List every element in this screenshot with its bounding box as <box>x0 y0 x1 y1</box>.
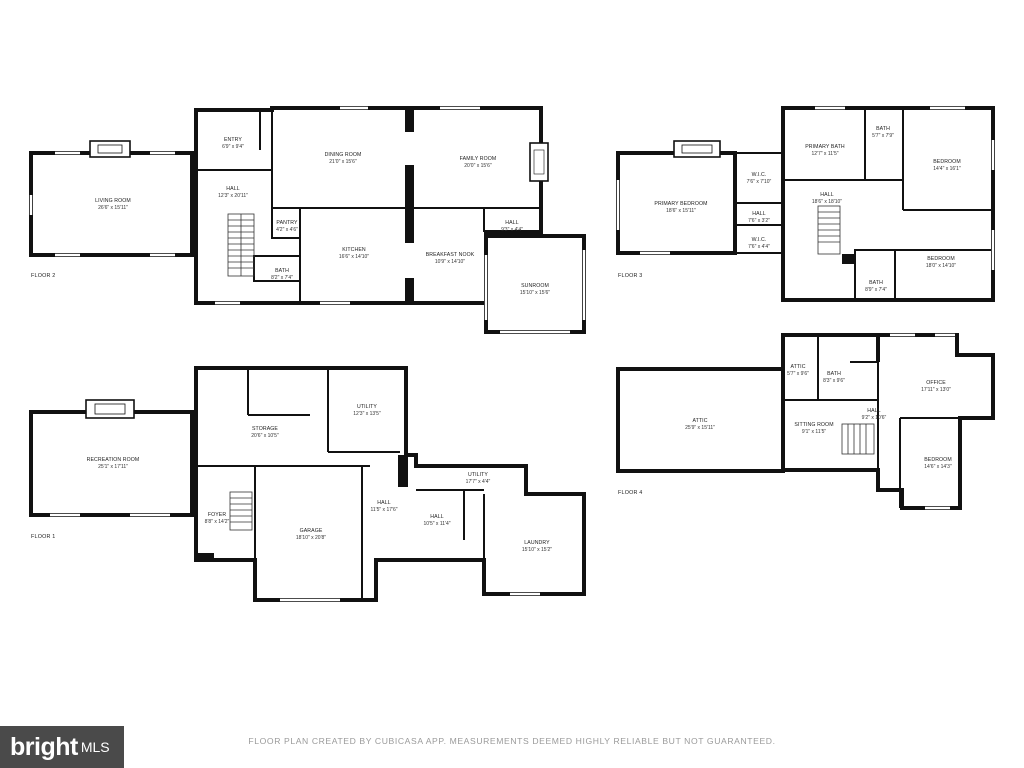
room-dimensions: 18'10" x 20'8" <box>296 535 326 541</box>
room-name: RECREATION ROOM <box>87 457 140 463</box>
room-name: W.I.C. <box>752 172 767 178</box>
room-dimensions: 6'9" x 9'4" <box>222 144 244 150</box>
room-dimensions: 10'9" x 14'10" <box>435 259 465 265</box>
bright-mls-logo: bright MLS <box>0 726 124 768</box>
floor-label: FLOOR 3 <box>618 273 642 279</box>
floor-label: FLOOR 2 <box>31 273 55 279</box>
room-dimensions: 25'9" x 15'11" <box>685 425 715 431</box>
room-dimensions: 8'8" x 14'2" <box>205 519 230 525</box>
floor-3-plan <box>616 106 995 302</box>
room-name: BATH <box>876 126 890 132</box>
fireplace-icon <box>89 140 131 158</box>
floor-2-plan <box>29 106 586 334</box>
room-name: STORAGE <box>252 426 278 432</box>
room-name: FAMILY ROOM <box>460 156 497 162</box>
room-name: FOYER <box>208 512 227 518</box>
room-dimensions: 5'7" x 9'6" <box>787 371 809 377</box>
room-dimensions: 14'4" x 16'1" <box>933 166 961 172</box>
room-dimensions: 14'6" x 14'3" <box>924 464 952 470</box>
room-name: KITCHEN <box>342 247 366 253</box>
room-name: BEDROOM <box>927 256 955 262</box>
stairs <box>817 205 841 255</box>
room-dimensions: 5'7" x 7'9" <box>872 133 894 139</box>
room-dimensions: 26'6" x 15'11" <box>98 205 128 211</box>
floor-4-plan <box>616 333 995 510</box>
room-dimensions: 10'5" x 11'4" <box>423 521 450 527</box>
room-dimensions: 20'6" x 10'5" <box>251 433 279 439</box>
room-name: DINING ROOM <box>325 152 362 158</box>
room-dimensions: 9'3" x 4'4" <box>501 227 523 233</box>
stairs <box>229 491 253 531</box>
room-name: OFFICE <box>926 380 946 386</box>
room-name: GARAGE <box>300 528 323 534</box>
room-name: SUNROOM <box>521 283 549 289</box>
room-dimensions: 7'6" x 4'4" <box>748 244 770 250</box>
fireplace-icon <box>529 142 549 182</box>
disclaimer-text: FLOOR PLAN CREATED BY CUBICASA APP. MEAS… <box>248 736 776 746</box>
room-name: HALL <box>226 186 239 192</box>
room-dimensions: 8'9" x 7'4" <box>865 287 887 293</box>
room-dimensions: 4'2" x 4'6" <box>276 227 298 233</box>
room-name: ATTIC <box>692 418 707 424</box>
stairs <box>841 423 875 455</box>
room-name: PANTRY <box>276 220 298 226</box>
room-dimensions: 16'6" x 14'10" <box>339 254 369 260</box>
room-name: HALL <box>752 211 765 217</box>
living-room-walls <box>29 151 194 257</box>
room-name: HALL <box>430 514 443 520</box>
room-name: HALL <box>505 220 518 226</box>
room-name: LIVING ROOM <box>95 198 131 204</box>
room-dimensions: 18'0" x 14'10" <box>926 263 956 269</box>
room-name: BREAKFAST NOOK <box>426 252 475 258</box>
room-name: UTILITY <box>357 404 377 410</box>
floor-label: FLOOR 1 <box>31 534 55 540</box>
room-name: BEDROOM <box>924 457 952 463</box>
floor-label: FLOOR 4 <box>618 490 642 496</box>
room-dimensions: 9'2" x 10'6" <box>862 415 887 421</box>
stairs <box>227 213 255 277</box>
room-dimensions: 15'10" x 15'2" <box>522 547 552 553</box>
room-dimensions: 18'6" x 15'11" <box>666 208 696 214</box>
logo-suffix: MLS <box>80 739 110 755</box>
room-name: HALL <box>867 408 880 414</box>
room-dimensions: 8'2" x 7'4" <box>271 275 293 281</box>
room-dimensions: 9'1" x 11'5" <box>802 429 826 435</box>
room-dimensions: 15'10" x 15'6" <box>520 290 550 296</box>
room-name: PRIMARY BATH <box>805 144 845 150</box>
logo-brand: bright <box>10 732 78 761</box>
room-dimensions: 7'6" x 3'2" <box>748 218 770 224</box>
room-name: ENTRY <box>224 137 242 143</box>
room-dimensions: 25'1" x 17'11" <box>98 464 128 470</box>
floor-3-main-walls <box>781 106 995 302</box>
fireplace-icon <box>85 399 135 419</box>
room-name: LAUNDRY <box>524 540 550 546</box>
room-name: SITTING ROOM <box>794 422 833 428</box>
room-labels: LIVING ROOM 26'6" x 15'11" ENTRY 6'9" x … <box>31 126 961 553</box>
room-dimensions: 12'7" x 11'5" <box>811 151 838 157</box>
room-dimensions: 12'3" x 20'11" <box>218 193 248 199</box>
room-name: W.I.C. <box>752 237 767 243</box>
room-dimensions: 7'6" x 7'10" <box>747 179 772 185</box>
room-name: BEDROOM <box>933 159 961 165</box>
room-name: ATTIC <box>790 364 805 370</box>
floor-1-plan <box>29 366 586 602</box>
room-dimensions: 18'6" x 18'10" <box>812 199 842 205</box>
room-dimensions: 17'7" x 4'4" <box>466 479 491 485</box>
room-name: HALL <box>377 500 390 506</box>
room-name: BATH <box>869 280 883 286</box>
room-name: BATH <box>275 268 289 274</box>
fireplace-icon <box>673 140 721 158</box>
floor-2-main-walls <box>194 106 543 305</box>
room-name: UTILITY <box>468 472 488 478</box>
room-dimensions: 11'5" x 17'6" <box>370 507 397 513</box>
room-dimensions: 21'0" x 15'6" <box>329 159 357 165</box>
room-name: BATH <box>827 371 841 377</box>
room-dimensions: 8'3" x 9'6" <box>823 378 845 384</box>
room-dimensions: 17'11" x 13'0" <box>921 387 951 393</box>
room-dimensions: 12'3" x 13'5" <box>353 411 381 417</box>
room-dimensions: 20'0" x 15'6" <box>464 163 492 169</box>
room-name: PRIMARY BEDROOM <box>654 201 707 207</box>
room-name: HALL <box>820 192 833 198</box>
